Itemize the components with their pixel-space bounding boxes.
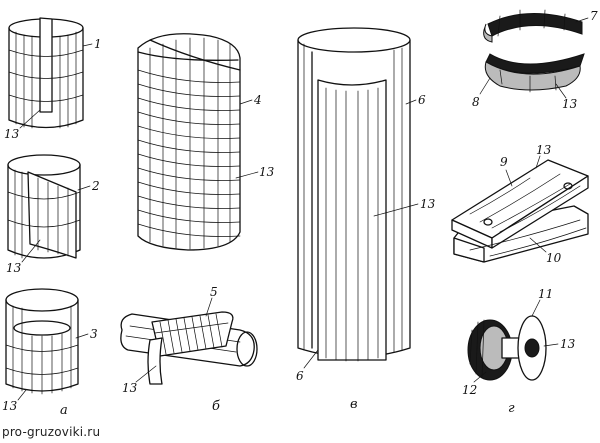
caption-g: г [508, 401, 515, 416]
label-10: 10 [546, 251, 562, 265]
strip-on-bar [120, 311, 258, 385]
label-6-bottom: 6 [296, 369, 304, 383]
caption-b: б [212, 399, 220, 414]
label-13-a2: 13 [6, 261, 22, 275]
cylinder-a1 [8, 17, 84, 129]
label-13-v: 13 [420, 197, 436, 211]
label-13-a1: 13 [4, 127, 20, 141]
spiral-cylinder [137, 33, 241, 251]
label-13-4: 13 [259, 165, 275, 179]
label-8: 8 [472, 95, 480, 109]
split-bushing [483, 9, 585, 93]
label-13-g: 13 [560, 337, 576, 351]
label-11: 11 [538, 287, 553, 301]
label-9: 9 [500, 155, 508, 169]
gear-and-disk [467, 315, 547, 381]
label-6-top: 6 [418, 93, 426, 107]
label-3: 3 [90, 327, 98, 341]
label-13-7: 13 [562, 97, 578, 111]
label-1: 1 [94, 37, 102, 51]
watermark: pro-gruzoviki.ru [2, 425, 101, 439]
label-13-b: 13 [122, 381, 138, 395]
cylinder-a2 [7, 154, 81, 259]
label-2: 2 [91, 179, 100, 193]
leader-lines [17, 17, 589, 401]
label-4: 4 [253, 93, 262, 107]
label-7: 7 [590, 9, 598, 23]
stacked-blocks [451, 159, 589, 263]
caption-v: в [350, 397, 358, 412]
label-13-a3: 13 [2, 399, 18, 413]
tall-slotted-cylinder [297, 27, 411, 362]
cylinder-a3 [5, 288, 79, 395]
label-13-9: 13 [536, 143, 552, 157]
label-5: 5 [210, 285, 218, 299]
label-12: 12 [462, 383, 477, 397]
caption-a: а [60, 403, 68, 418]
